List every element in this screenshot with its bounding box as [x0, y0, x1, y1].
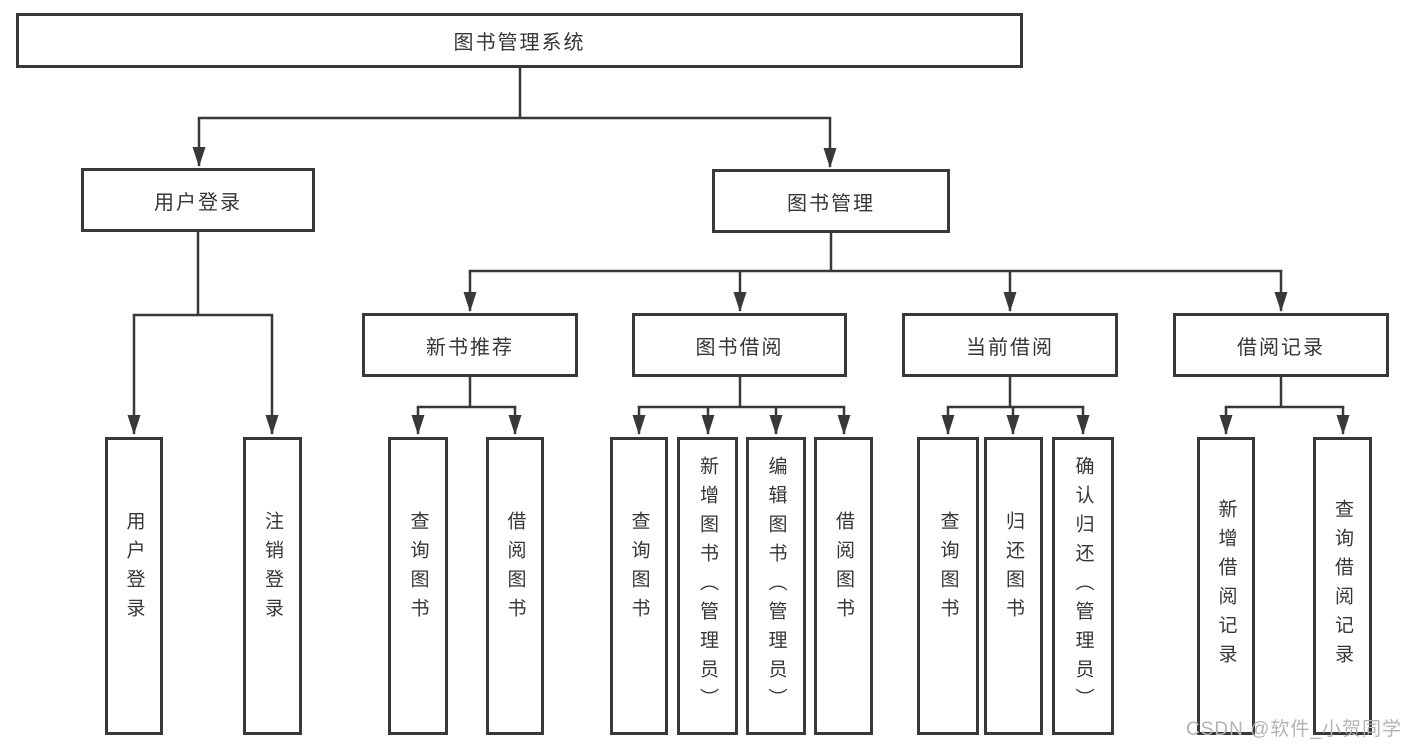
- leaf-newbook-borrow-book-label: 借阅图书: [504, 511, 526, 627]
- leaf-newbook-query-book: 查询图书: [388, 437, 448, 735]
- leaf-add-book-admin: 新增图书（管理员）: [677, 437, 738, 735]
- node-new-book-recommend: 新书推荐: [362, 313, 578, 377]
- node-book-management-label: 图书管理: [787, 192, 875, 215]
- leaf-query-borrow-record: 查询借阅记录: [1313, 437, 1372, 735]
- leaf-user-login-label: 用户登录: [123, 511, 145, 627]
- node-user-login-label: 用户登录: [154, 191, 242, 214]
- node-book-management: 图书管理: [712, 169, 950, 233]
- leaf-newbook-query-book-label: 查询图书: [407, 511, 429, 627]
- node-book-borrow: 图书借阅: [632, 313, 847, 377]
- leaf-borrow-query-book: 查询图书: [610, 437, 668, 735]
- node-library-system-label: 图书管理系统: [453, 32, 586, 54]
- leaf-confirm-return-admin: 确认归还（管理员）: [1052, 437, 1114, 735]
- leaf-borrow-query-book-label: 查询图书: [628, 511, 650, 627]
- leaf-add-book-admin-label: 新增图书（管理员）: [697, 455, 718, 717]
- leaf-return-book: 归还图书: [984, 437, 1043, 735]
- leaf-return-book-label: 归还图书: [1003, 511, 1024, 627]
- node-user-login: 用户登录: [81, 168, 315, 232]
- leaf-current-query-book-label: 查询图书: [937, 511, 959, 627]
- node-borrow-records-label: 借阅记录: [1237, 336, 1325, 359]
- leaf-edit-book-admin: 编辑图书（管理员）: [746, 437, 806, 735]
- leaf-newbook-borrow-book: 借阅图书: [486, 437, 544, 735]
- leaf-borrow-borrow-book-label: 借阅图书: [833, 511, 854, 627]
- node-library-system: 图书管理系统: [16, 13, 1023, 68]
- node-new-book-recommend-label: 新书推荐: [426, 336, 514, 359]
- watermark-text: CSDN @软件_小贺同学: [1186, 719, 1402, 740]
- node-current-borrow: 当前借阅: [902, 313, 1118, 377]
- leaf-user-login: 用户登录: [105, 437, 163, 735]
- leaf-confirm-return-admin-label: 确认归还（管理员）: [1072, 455, 1094, 717]
- leaf-add-borrow-record-label: 新增借阅记录: [1215, 499, 1237, 673]
- node-current-borrow-label: 当前借阅: [966, 336, 1054, 359]
- leaf-logout-label: 注销登录: [262, 511, 283, 627]
- leaf-current-query-book: 查询图书: [917, 437, 979, 735]
- leaf-add-borrow-record: 新增借阅记录: [1197, 437, 1255, 735]
- leaf-logout: 注销登录: [243, 437, 302, 735]
- node-book-borrow-label: 图书借阅: [695, 336, 784, 359]
- node-borrow-records: 借阅记录: [1173, 313, 1389, 377]
- leaf-borrow-borrow-book: 借阅图书: [814, 437, 873, 735]
- leaf-edit-book-admin-label: 编辑图书（管理员）: [765, 455, 787, 717]
- leaf-query-borrow-record-label: 查询借阅记录: [1332, 499, 1353, 673]
